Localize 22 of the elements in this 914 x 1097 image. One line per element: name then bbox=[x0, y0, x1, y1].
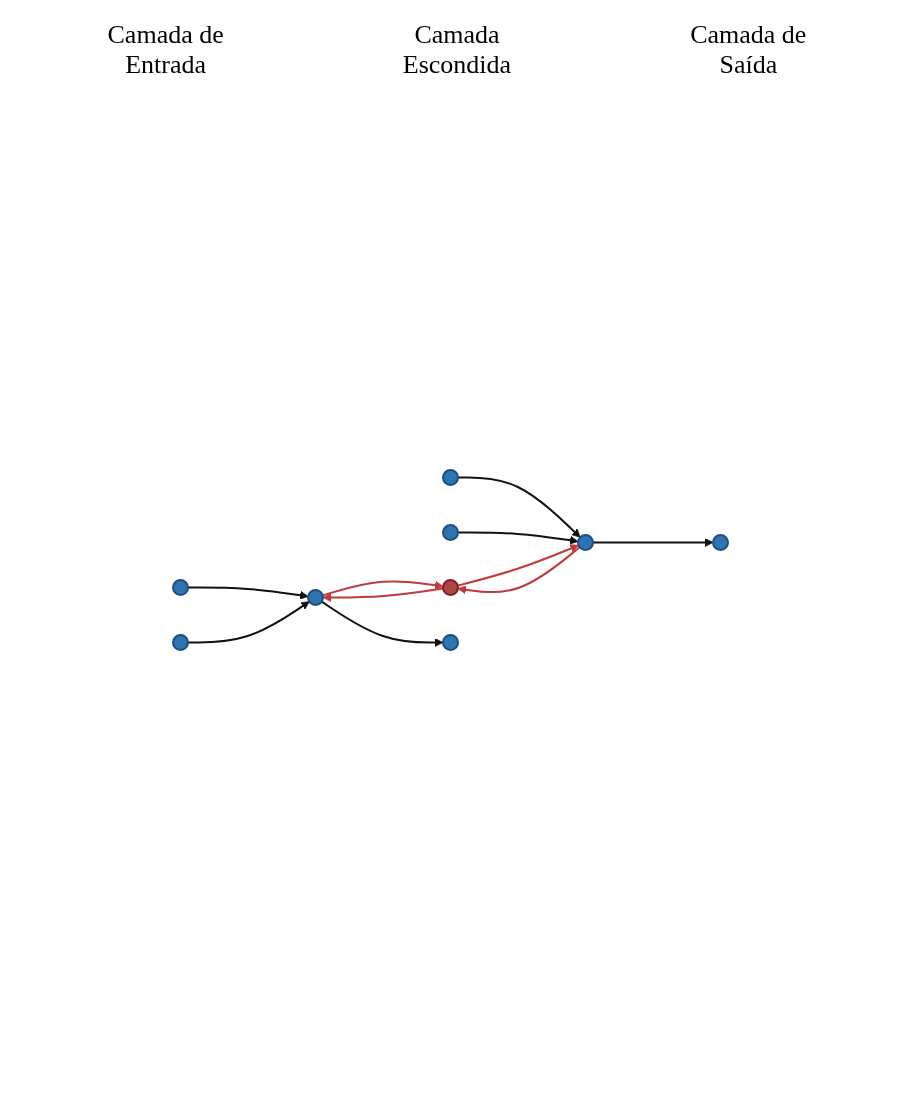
arrow bbox=[186, 601, 310, 644]
node-circle bbox=[171, 634, 189, 651]
arrow bbox=[186, 586, 308, 600]
layer-heading: Camada de Saída bbox=[689, 20, 808, 80]
layer-heading: Camada Escondida bbox=[401, 20, 513, 80]
node-circle bbox=[306, 589, 324, 606]
arrow bbox=[457, 546, 581, 595]
node-circle bbox=[441, 469, 459, 486]
layer-heading: Camada de Entrada bbox=[106, 20, 225, 80]
node-circle bbox=[171, 579, 189, 596]
node-circle bbox=[576, 534, 594, 551]
arrow bbox=[591, 538, 713, 547]
arrow bbox=[456, 531, 578, 545]
node-circle bbox=[441, 634, 459, 651]
node-circle bbox=[441, 524, 459, 541]
arrow bbox=[456, 476, 580, 538]
arrow bbox=[320, 600, 443, 647]
arrow bbox=[321, 580, 443, 597]
node-circle bbox=[711, 534, 729, 551]
node-circle bbox=[441, 579, 459, 596]
arrow bbox=[456, 544, 579, 587]
arrow bbox=[322, 587, 444, 602]
